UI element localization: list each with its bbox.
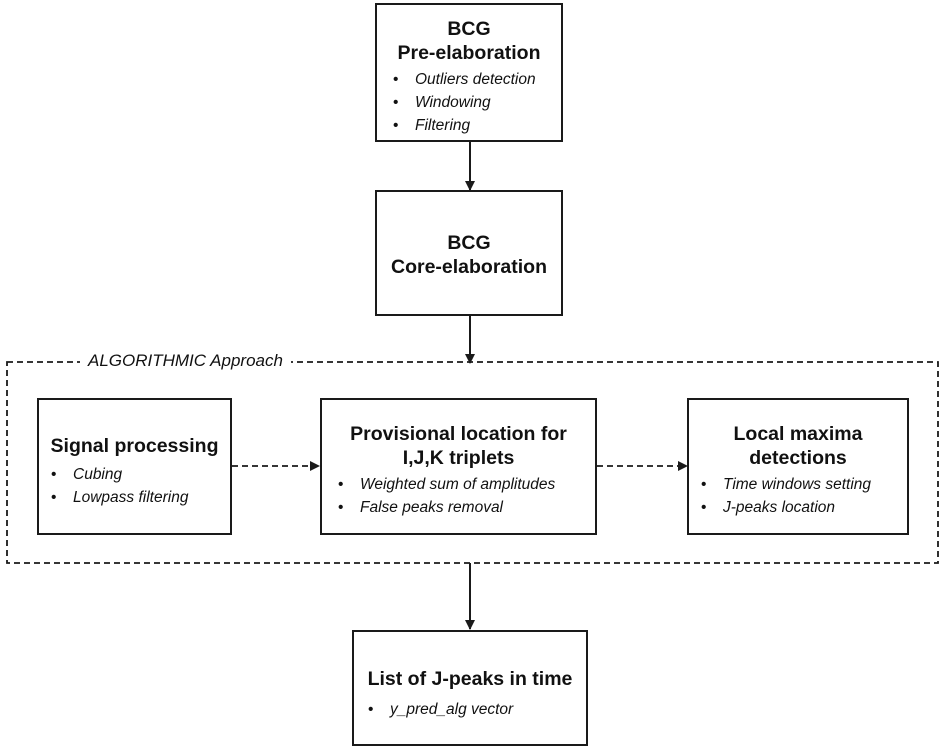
signal-processing-list: Cubing Lowpass filtering xyxy=(51,463,188,509)
list-item: y_pred_alg vector xyxy=(368,698,513,721)
core-elaboration-box: BCG Core-elaboration xyxy=(375,190,563,316)
list-item: Cubing xyxy=(51,463,188,486)
core-elaboration-title-line2: Core-elaboration xyxy=(390,256,548,278)
list-item: Filtering xyxy=(393,114,536,137)
local-maxima-box: Local maxima detections Time windows set… xyxy=(687,398,909,535)
local-maxima-title-line1: Local maxima xyxy=(733,423,863,445)
core-elaboration-title: BCG Core-elaboration xyxy=(377,231,561,279)
j-peaks-output-title: List of J-peaks in time xyxy=(367,668,573,690)
pre-elaboration-list: Outliers detection Windowing Filtering xyxy=(393,68,536,137)
list-item: Weighted sum of amplitudes xyxy=(338,473,555,496)
list-item: Outliers detection xyxy=(393,68,536,91)
list-item: J-peaks location xyxy=(701,496,871,519)
algorithmic-group-label: ALGORITHMIC Approach xyxy=(80,350,291,372)
pre-elaboration-title: BCG Pre-elaboration xyxy=(377,17,561,65)
provisional-location-box: Provisional location for I,J,K triplets … xyxy=(320,398,597,535)
provisional-location-title: Provisional location for I,J,K triplets xyxy=(322,422,595,470)
local-maxima-list: Time windows setting J-peaks location xyxy=(701,473,871,519)
pre-elaboration-title-line1: BCG xyxy=(447,18,491,40)
list-item: False peaks removal xyxy=(338,496,555,519)
j-peaks-output-list: y_pred_alg vector xyxy=(368,698,513,721)
pre-elaboration-title-line2: Pre-elaboration xyxy=(397,42,541,64)
j-peaks-output-box: List of J-peaks in time y_pred_alg vecto… xyxy=(352,630,588,746)
signal-processing-title: Signal processing xyxy=(50,435,219,457)
signal-processing-box: Signal processing Cubing Lowpass filteri… xyxy=(37,398,232,535)
list-item: Time windows setting xyxy=(701,473,871,496)
local-maxima-title-line2: detections xyxy=(749,447,847,469)
provisional-location-list: Weighted sum of amplitudes False peaks r… xyxy=(338,473,555,519)
core-elaboration-title-line1: BCG xyxy=(447,232,491,254)
provisional-location-title-line2: I,J,K triplets xyxy=(402,447,515,469)
list-item: Windowing xyxy=(393,91,536,114)
pre-elaboration-box: BCG Pre-elaboration Outliers detection W… xyxy=(375,3,563,142)
list-item: Lowpass filtering xyxy=(51,486,188,509)
provisional-location-title-line1: Provisional location for xyxy=(350,423,567,445)
local-maxima-title: Local maxima detections xyxy=(689,422,907,470)
